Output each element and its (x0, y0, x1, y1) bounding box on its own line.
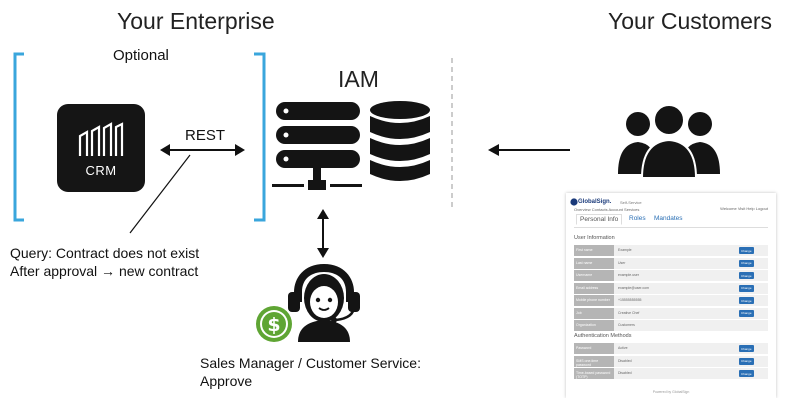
sales-note-line1: Sales Manager / Customer Service: (200, 355, 421, 371)
row-value: Customers (618, 323, 635, 327)
optional-bracket-left (13, 52, 24, 222)
table-row: Time-based password (TOTP) Disabled Change (574, 368, 768, 379)
table-row: Last name User Change (574, 257, 768, 269)
table-row: Job Creative Chef Change (574, 307, 768, 319)
approval-arrow (317, 209, 329, 258)
change-button[interactable]: Change (739, 297, 754, 304)
change-button-label: Change (741, 359, 752, 363)
query-note-line1: Query: Contract does not exist (10, 245, 200, 261)
row-value: example@user.com (618, 285, 649, 290)
dollar-icon: $ (256, 306, 292, 342)
query-note: Query: Contract does not exist After app… (10, 244, 199, 280)
self-service-screenshot: GlobalSign. Self-Service Overview Contac… (566, 193, 776, 398)
row-key-cell: Organization (574, 320, 614, 331)
customer-arrow (488, 144, 570, 156)
change-button-label: Change (741, 371, 752, 376)
table-row: First name Example Change (574, 245, 768, 256)
row-key-cell: Mobile phone number (574, 295, 614, 306)
change-button[interactable]: Change (739, 309, 754, 317)
row-value: Disabled (618, 371, 632, 375)
sales-note-line2: Approve (200, 373, 253, 389)
query-pointer-line (129, 154, 191, 234)
crm-label: CRM (85, 163, 117, 178)
rest-arrow (160, 144, 245, 156)
table-row: Username example.user Change (574, 270, 768, 281)
customers-group-icon (618, 104, 720, 179)
row-key-label: Password (576, 346, 592, 350)
change-button-label: Change (741, 248, 752, 253)
database-icon (370, 101, 430, 181)
row-key-label: Organization (576, 323, 596, 327)
change-button[interactable]: Change (739, 370, 754, 377)
row-value: Disabled (618, 358, 632, 363)
row-key-cell: First name (574, 245, 614, 256)
screenshot-top-links: Welcome Visit Help Logout (720, 206, 768, 211)
change-button[interactable]: Change (739, 247, 754, 254)
tab-mandates[interactable]: Mandates (654, 215, 683, 222)
change-button[interactable]: Change (739, 259, 754, 267)
row-key-label: Email address (576, 285, 599, 290)
tab-roles[interactable]: Roles (629, 215, 646, 222)
row-key-cell: Password (574, 343, 614, 354)
iam-heading: IAM (338, 66, 379, 92)
optional-bracket-right (254, 52, 266, 222)
screenshot-brand-sub: Self-Service (620, 200, 642, 205)
row-value: User (618, 260, 626, 265)
enterprise-heading: Your Enterprise (117, 8, 275, 34)
change-button-label: Change (741, 286, 752, 290)
iam-server-icon (272, 101, 430, 190)
row-key-label: SMS one-time password (576, 358, 599, 367)
row-value: +15555555555 (618, 298, 642, 302)
crm-logo-icon (78, 122, 124, 156)
row-key-label: Job (576, 310, 582, 315)
table-row: Mobile phone number +15555555555 Change (574, 295, 768, 306)
query-note-line2: After approval → new contract (10, 263, 199, 279)
row-key-cell: Job (574, 307, 614, 319)
change-button-label: Change (741, 298, 752, 303)
row-key-label: Username (576, 273, 593, 277)
row-value: Active (618, 346, 628, 350)
row-value: example.user (618, 273, 640, 277)
screenshot-nav: Overview Contacts Account Services (574, 207, 640, 212)
row-key-label: Time-based password (TOTP) (576, 371, 611, 379)
row-value: Example (618, 248, 632, 252)
crm-tile: CRM (57, 104, 145, 192)
table-row: Organization Customers (574, 320, 768, 331)
screenshot-footer: Powered by GlobalSign (652, 390, 690, 394)
change-button-label: Change (741, 311, 752, 315)
row-key-cell: Username (574, 270, 614, 281)
auth-methods-title: Authentication Methods (574, 333, 632, 339)
rest-label: REST (185, 127, 226, 144)
row-key-label: First name (576, 248, 593, 252)
change-button[interactable]: Change (739, 357, 754, 365)
table-row: Password Active Change (574, 343, 768, 354)
change-button[interactable]: Change (739, 345, 754, 352)
screenshot-brand: GlobalSign. (578, 199, 612, 205)
user-info-title: User Information (574, 235, 615, 241)
change-button[interactable]: Change (739, 272, 754, 279)
tab-personal-info[interactable]: Personal Info (576, 214, 623, 225)
optional-label: Optional (113, 47, 169, 64)
sales-note: Sales Manager / Customer Service: Approv… (200, 354, 421, 390)
row-value: Creative Chef (618, 310, 640, 315)
row-key-cell: Email address (574, 282, 614, 294)
customers-heading: Your Customers (608, 8, 773, 34)
table-row: SMS one-time password Disabled Change (574, 355, 768, 367)
table-row: Email address example@user.com Change (574, 282, 768, 294)
change-button[interactable]: Change (739, 284, 754, 292)
row-key-cell: SMS one-time password (574, 355, 614, 367)
change-button-label: Change (741, 261, 752, 265)
svg-text:$: $ (267, 314, 280, 336)
globalsign-logo-icon (570, 198, 578, 206)
row-key-cell: Last name (574, 257, 614, 269)
change-button-label: Change (741, 346, 752, 351)
row-key-label: Mobile phone number (576, 298, 610, 302)
screenshot-tabs: Personal Info Roles Mandates (574, 214, 768, 228)
row-key-label: Last name (576, 260, 593, 265)
row-key-cell: Time-based password (TOTP) (574, 368, 614, 379)
support-agent-icon (288, 264, 360, 342)
change-button-label: Change (741, 273, 752, 278)
